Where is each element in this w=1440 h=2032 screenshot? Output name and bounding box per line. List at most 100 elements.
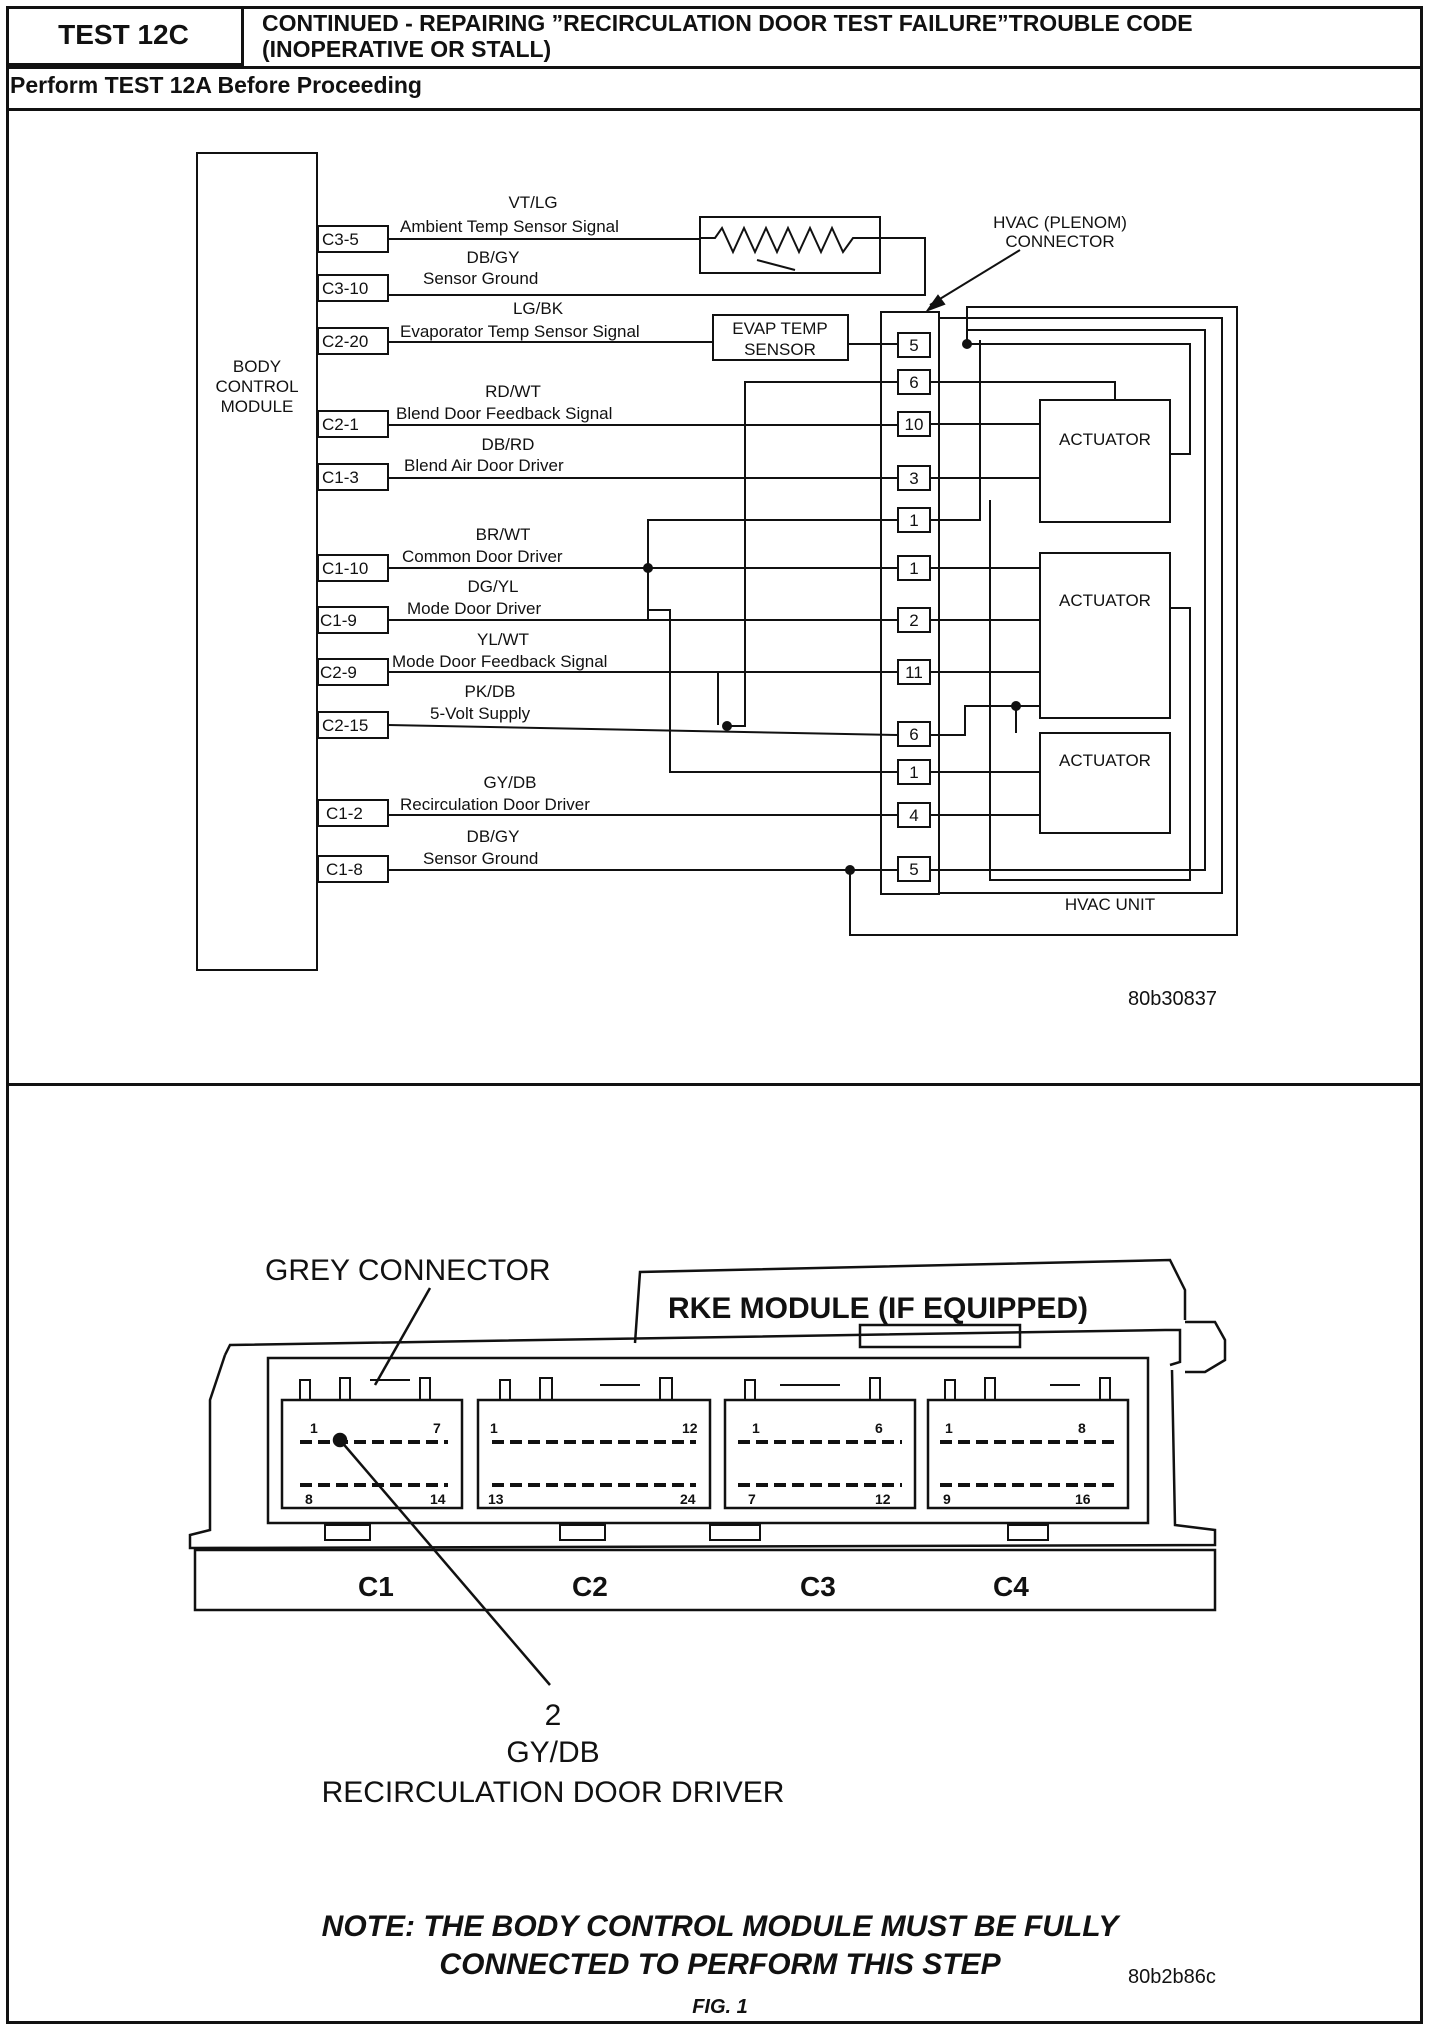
actuator-blend — [1039, 399, 1171, 523]
note-line-2: CONNECTED TO PERFORM THIS STEP — [439, 1948, 1001, 1981]
hvac-pin: 11 — [905, 663, 923, 682]
wire-color: GY/DB — [484, 773, 537, 792]
wire-ground-loop — [849, 306, 1238, 936]
hvac-pin: 1 — [909, 559, 918, 578]
wire-desc: Common Door Driver — [402, 547, 563, 566]
test-label: TEST 12C — [6, 6, 244, 66]
hvac-pin: 1 — [909, 511, 918, 530]
actuator-label: ACTUATOR — [1059, 591, 1151, 610]
evap-temp-sensor — [712, 314, 849, 361]
page-frame — [6, 6, 1423, 2024]
wire-color: BR/WT — [476, 525, 531, 544]
splice-dot — [722, 721, 732, 731]
wire-color: LG/BK — [513, 299, 564, 318]
wire-labels: VT/LG Ambient Temp Sensor Signal DB/GY S… — [392, 193, 640, 868]
pin-c3-5: C3-5 — [322, 230, 359, 249]
evap-sensor-label-2: SENSOR — [744, 340, 816, 359]
wire-desc: Mode Door Feedback Signal — [392, 652, 607, 671]
figure-id-module: 80b2b86c — [1128, 1966, 1216, 1988]
splice-dot — [643, 563, 653, 573]
pin-c1-3: C1-3 — [322, 468, 359, 487]
wire-desc: Blend Door Feedback Signal — [396, 404, 612, 423]
resistor-symbol — [700, 225, 880, 255]
wire-color: VT/LG — [508, 193, 557, 212]
splice-dot — [845, 865, 855, 875]
actuator-recirc — [1039, 732, 1171, 834]
wire-5v-to-pin6 — [728, 381, 898, 727]
ambient-temp-sensor — [699, 216, 881, 274]
wire-pin6b-to-actuators — [930, 705, 1017, 736]
header-divider — [6, 66, 1423, 69]
wire-desc: Sensor Ground — [423, 269, 538, 288]
wire-pin5-to-actuator — [967, 343, 1191, 455]
pin-c2-20: C2-20 — [322, 332, 368, 351]
wire-desc: Recirculation Door Driver — [400, 795, 590, 814]
wire-color: DB/GY — [467, 827, 520, 846]
pin-c1-8: C1-8 — [326, 860, 363, 879]
pin-c1-10: C1-10 — [322, 559, 368, 578]
wire-desc: Ambient Temp Sensor Signal — [400, 217, 619, 236]
bcm-box — [196, 152, 318, 971]
hvac-pin: 10 — [905, 415, 924, 434]
subheading-divider — [6, 108, 1423, 111]
wire-pin1-riser — [930, 340, 981, 521]
actuator-label: ACTUATOR — [1059, 751, 1151, 770]
connector-pins: 5 6 10 3 1 1 2 11 6 1 4 5 — [897, 332, 931, 882]
hvac-pin: 6 — [909, 373, 918, 392]
thermistor-arrow — [756, 259, 796, 271]
hvac-unit-label: HVAC UNIT — [1065, 895, 1155, 914]
wire-common-to-pin1b — [648, 609, 898, 773]
section-divider — [6, 1083, 1423, 1086]
hvac-pin: 2 — [909, 611, 918, 630]
figure-id-wiring: 80b30837 — [1128, 988, 1217, 1010]
wire-pin6-to-actuator — [930, 381, 1116, 400]
hvac-pin: 4 — [909, 806, 918, 825]
hvac-unit-box — [938, 317, 1223, 894]
test-title: CONTINUED - REPAIRING ”RECIRCULATION DOO… — [262, 10, 1412, 62]
figure-caption: FIG. 1 — [692, 1996, 748, 2018]
bcm-label-3: MODULE — [221, 397, 294, 416]
actuator-label: ACTUATOR — [1059, 430, 1151, 449]
test-title-line2: (INOPERATIVE OR STALL) — [262, 36, 552, 62]
wire-color: DG/YL — [467, 577, 518, 596]
wire-color: RD/WT — [485, 382, 541, 401]
wire-common-to-pin1 — [647, 519, 898, 568]
wire-desc: Sensor Ground — [423, 849, 538, 868]
wire-desc: Evaporator Temp Sensor Signal — [400, 322, 640, 341]
pin-c1-9: C1-9 — [320, 611, 357, 630]
hvac-connector-label-1: HVAC (PLENOM) — [993, 213, 1127, 232]
test-subheading: Perform TEST 12A Before Proceeding — [10, 72, 422, 98]
wire-mode-ground — [989, 500, 1191, 881]
wire-color: DB/RD — [482, 435, 535, 454]
note-line-1: NOTE: THE BODY CONTROL MODULE MUST BE FU… — [321, 1910, 1119, 1943]
wire-desc: Blend Air Door Driver — [404, 456, 564, 475]
bcm-pins: C3-5 C3-10 C2-20 C2-1 C1-3 C1-10 C1-9 C2… — [317, 225, 389, 883]
wire-desc: Mode Door Driver — [407, 599, 541, 618]
wire-desc: 5-Volt Supply — [430, 704, 531, 723]
hvac-pin: 3 — [909, 469, 918, 488]
wire-c3-10 — [388, 237, 926, 296]
evap-sensor-label-1: EVAP TEMP — [732, 319, 827, 338]
bcm-label-2: CONTROL — [215, 377, 298, 396]
hvac-connector-leader — [929, 249, 1021, 306]
bcm-label-1: BODY — [233, 357, 281, 376]
wire-c2-15 — [387, 724, 899, 736]
test-title-line1: CONTINUED - REPAIRING ”RECIRCULATION DOO… — [262, 10, 1193, 36]
wire-color: PK/DB — [464, 682, 515, 701]
actuator-mode — [1039, 552, 1171, 719]
hvac-pin: 5 — [909, 860, 918, 879]
hvac-pin: 5 — [909, 336, 918, 355]
pin-c2-9: C2-9 — [320, 663, 357, 682]
hvac-connector-label-2: CONNECTOR — [1005, 232, 1114, 251]
pin-c3-10: C3-10 — [322, 279, 368, 298]
wire-color: DB/GY — [467, 248, 520, 267]
wiring-diagram: BODY CONTROL MODULE C3-5 C3-10 C2-20 C2-… — [196, 152, 1238, 971]
pin-c2-15: C2-15 — [322, 716, 368, 735]
leader-arrowhead — [925, 294, 946, 313]
wire-pin5b-ground — [930, 329, 1206, 871]
hvac-pin: 6 — [909, 725, 918, 744]
pin-c2-1: C2-1 — [322, 415, 359, 434]
pin-c1-2: C1-2 — [326, 804, 363, 823]
hvac-pin: 1 — [909, 763, 918, 782]
wire-color: YL/WT — [477, 630, 529, 649]
